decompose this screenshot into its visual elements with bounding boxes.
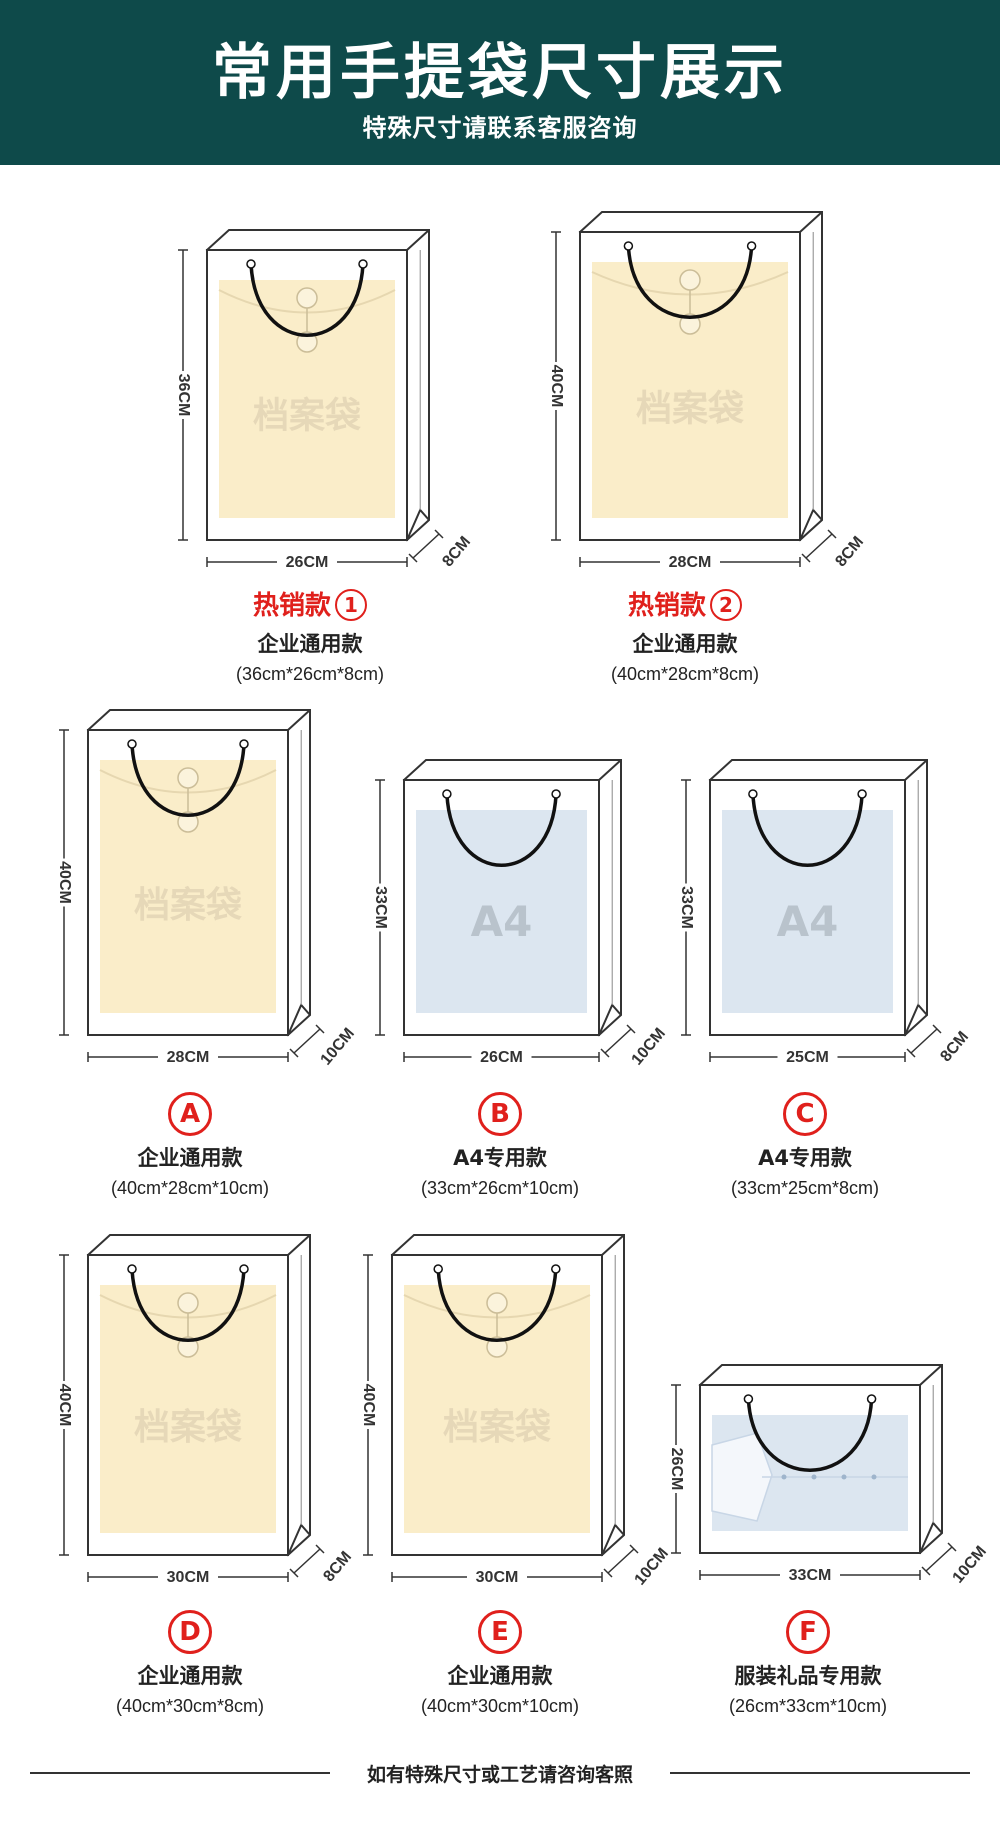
bag-handle: [436, 1268, 558, 1342]
height-dimension-label: 33CM: [372, 886, 389, 929]
footer-divider-left: [30, 1772, 330, 1774]
height-dimension-label: 33CM: [678, 886, 695, 929]
bag-size-spec: (40cm*28cm*8cm): [610, 664, 760, 684]
bag-tag: E: [350, 1610, 650, 1654]
bag-2-caption: A 企业通用款 (40cm*28cm*10cm): [40, 1092, 340, 1199]
bag-size-spec: (33cm*25cm*8cm): [730, 1178, 880, 1198]
hot-sale-tag: 热销款: [627, 591, 706, 621]
bag-content-label: 档案袋: [443, 1407, 551, 1448]
width-dimension-label: 33CM: [789, 1567, 832, 1584]
hot-sale-number-badge: 2: [710, 589, 742, 621]
bag-model-name: 企业通用款: [447, 1664, 553, 1688]
width-dimension-label: 28CM: [167, 1049, 210, 1066]
bag-handle: [626, 245, 754, 319]
page-subtitle: 特殊尺寸请联系客服咨询: [362, 114, 638, 142]
bag-tag: C: [655, 1092, 955, 1136]
bag-content-label: 档案袋: [636, 389, 744, 430]
bag-3-caption: B A4专用款 (33cm*26cm*10cm): [350, 1092, 650, 1199]
bag-content-label: A4: [777, 897, 839, 946]
depth-dimension-label: 8CM: [832, 533, 867, 570]
height-dimension-label: 26CM: [668, 1448, 685, 1491]
height-dimension-label: 40CM: [56, 861, 73, 904]
bag-model-name: 企业通用款: [632, 632, 738, 656]
width-dimension-label: 26CM: [286, 554, 329, 571]
bag-content-label: 档案袋: [134, 1407, 242, 1448]
bag-handle: [445, 793, 558, 867]
bag-4-drawing: A4 33CM 25CM 8CM: [676, 759, 972, 1067]
model-letter-badge: A: [168, 1092, 212, 1136]
bag-handle: [746, 1398, 874, 1472]
depth-dimension-label: 8CM: [937, 1028, 972, 1065]
bag-6-caption: E 企业通用款 (40cm*30cm*10cm): [350, 1610, 650, 1717]
page-header: 常用手提袋尺寸展示 特殊尺寸请联系客服咨询: [0, 0, 1000, 165]
width-dimension-label: 28CM: [669, 554, 712, 571]
width-dimension-label: 26CM: [480, 1049, 523, 1066]
bag-tag: D: [40, 1610, 340, 1654]
bag-1-drawing: 档案袋 40CM 28CM 8CM: [546, 211, 867, 572]
bag-4-caption: C A4专用款 (33cm*25cm*8cm): [655, 1092, 955, 1199]
bag-handle: [130, 743, 246, 817]
bag-size-spec: (33cm*26cm*10cm): [420, 1178, 580, 1198]
width-dimension-label: 30CM: [167, 1569, 210, 1586]
model-letter-badge: D: [168, 1610, 212, 1654]
bag-content-label: 档案袋: [253, 396, 361, 437]
bag-model-name: A4专用款: [453, 1146, 547, 1170]
bag-handle: [751, 793, 864, 867]
bag-7-caption: F 服装礼品专用款 (26cm*33cm*10cm): [658, 1610, 958, 1717]
bag-size-spec: (40cm*30cm*8cm): [115, 1696, 265, 1716]
bag-size-spec: (40cm*30cm*10cm): [420, 1696, 580, 1716]
footer-note: 如有特殊尺寸或工艺请咨询客照: [0, 1760, 1000, 1787]
height-dimension-label: 36CM: [175, 374, 192, 417]
bag-size-spec: (36cm*26cm*8cm): [235, 664, 385, 684]
width-dimension-label: 25CM: [786, 1049, 829, 1066]
depth-dimension-label: 8CM: [439, 533, 474, 570]
bag-size-spec: (26cm*33cm*10cm): [728, 1696, 888, 1716]
bag-7-drawing: 26CM 33CM 10CM: [666, 1364, 990, 1587]
hot-sale-number-badge: 1: [335, 589, 367, 621]
a4-paper-illustration: [416, 810, 587, 1013]
model-letter-badge: E: [478, 1610, 522, 1654]
bag-model-name: 企业通用款: [137, 1664, 243, 1688]
model-letter-badge: F: [786, 1610, 830, 1654]
model-letter-badge: C: [783, 1092, 827, 1136]
bag-tag: F: [658, 1610, 958, 1654]
depth-dimension-label: 10CM: [950, 1543, 990, 1587]
bag-content-label: 档案袋: [134, 885, 242, 926]
width-dimension-label: 30CM: [476, 1569, 519, 1586]
hot-sale-tag: 热销款: [252, 591, 331, 621]
bag-model-name: 企业通用款: [137, 1146, 243, 1170]
bag-model-name: 企业通用款: [257, 632, 363, 656]
bag-model-name: A4专用款: [758, 1146, 852, 1170]
bag-size-spec: (40cm*28cm*10cm): [110, 1178, 270, 1198]
height-dimension-label: 40CM: [360, 1384, 377, 1427]
a4-paper-illustration: [722, 810, 893, 1013]
bag-handle: [249, 263, 365, 337]
bag-model-name: 服装礼品专用款: [734, 1664, 882, 1688]
model-letter-badge: B: [478, 1092, 522, 1136]
bag-0-drawing: 档案袋 36CM 26CM 8CM: [173, 229, 474, 572]
bag-tag: B: [350, 1092, 650, 1136]
footer-divider-right: [670, 1772, 970, 1774]
height-dimension-label: 40CM: [56, 1384, 73, 1427]
page-title: 常用手提袋尺寸展示: [212, 38, 788, 108]
bag-5-caption: D 企业通用款 (40cm*30cm*8cm): [40, 1610, 340, 1717]
bag-tag: A: [40, 1092, 340, 1136]
bag-handle: [130, 1268, 246, 1342]
bag-content-label: A4: [471, 897, 533, 946]
height-dimension-label: 40CM: [548, 365, 565, 408]
